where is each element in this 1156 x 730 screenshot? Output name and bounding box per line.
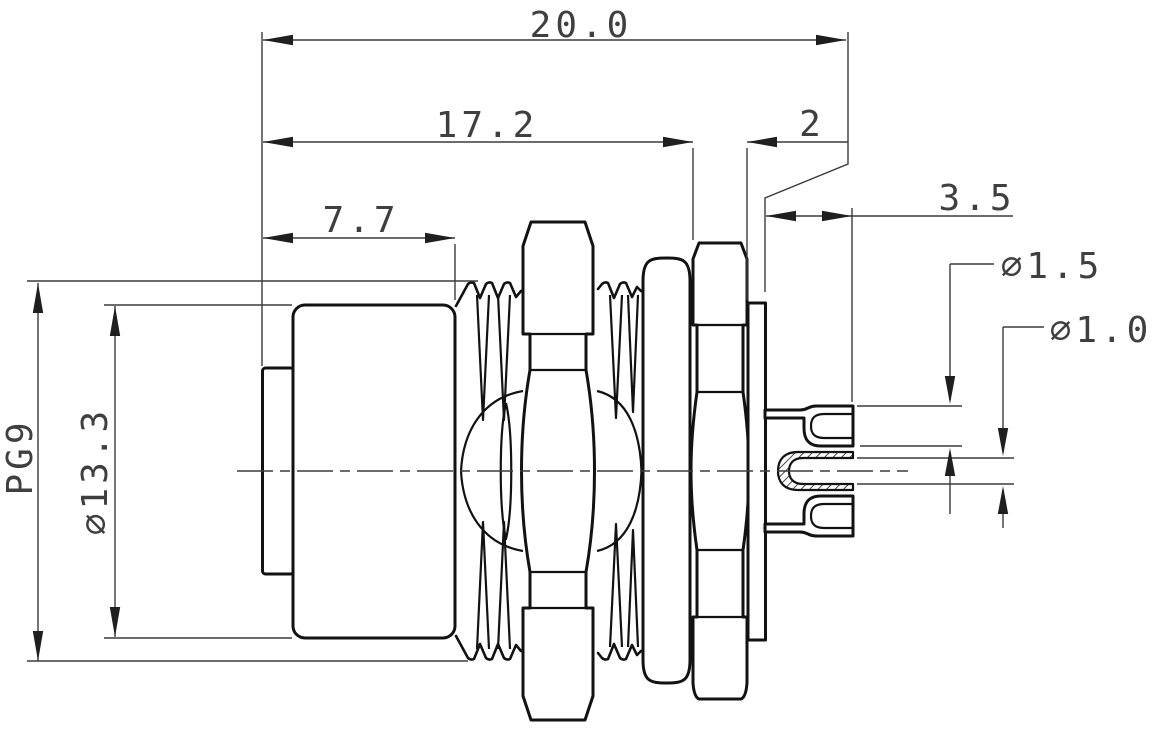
thread-groove — [496, 294, 512, 422]
thread-groove — [626, 528, 640, 648]
dim-panel-thread-label: PG9 — [0, 418, 41, 495]
thread-crest-bottom — [596, 642, 643, 661]
dimension-labels: 20.0 17.2 2 3.5 7.7 ∅1.5 ∅1.0 ∅13.3 PG9 — [0, 5, 1153, 535]
dim-body-diameter-label: ∅13.3 — [75, 407, 116, 535]
dimension-arrows — [32, 34, 1009, 661]
thread-groove — [608, 522, 624, 648]
thread-groove — [475, 520, 491, 650]
dim-front-section-length-label: 7.7 — [322, 200, 399, 241]
thread-crest-top — [596, 281, 643, 300]
thread-crest-top — [454, 281, 523, 308]
dim-nut-thickness-label: 2 — [799, 104, 825, 145]
dim-body-to-nut-label: 17.2 — [436, 105, 539, 146]
solder-cup-section-wall — [776, 450, 855, 492]
dim-cup-inner-diameter-label: ∅1.0 — [1050, 310, 1153, 351]
solder-cup-middle — [776, 450, 855, 492]
thread-groove — [475, 294, 491, 422]
thread-crest-bottom — [454, 634, 523, 661]
thread-groove — [496, 520, 512, 650]
dim-cup-outer-diameter-label: ∅1.5 — [1001, 246, 1104, 287]
solder-cup-top — [763, 404, 855, 448]
dim-total-length-label: 20.0 — [530, 5, 633, 46]
thread-groove — [608, 294, 624, 420]
thread-groove — [626, 294, 640, 414]
dim-solder-tail-length-label: 3.5 — [938, 178, 1015, 219]
solder-cup-bore — [809, 502, 853, 530]
solder-cup-bottom — [763, 494, 855, 538]
solder-cup-bore — [809, 412, 853, 440]
